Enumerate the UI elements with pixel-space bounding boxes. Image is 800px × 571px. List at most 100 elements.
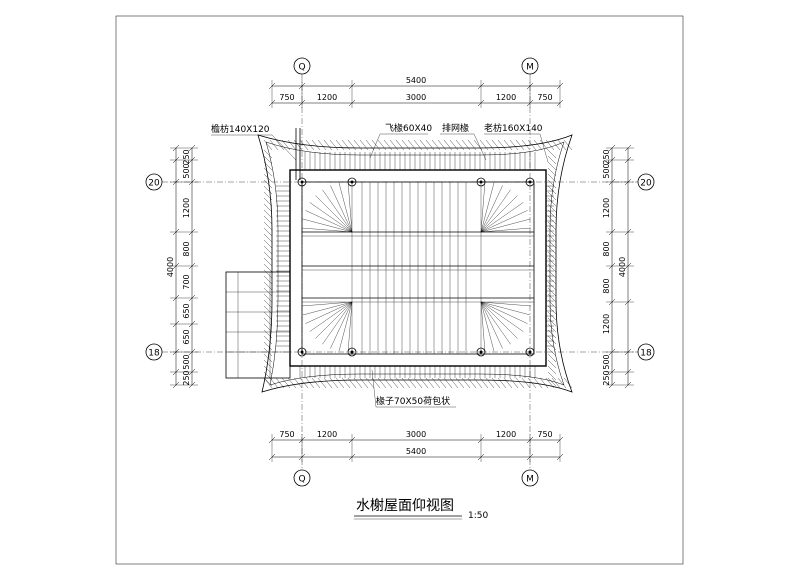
edge-hatch — [317, 377, 327, 389]
fan-rafter — [480, 301, 486, 353]
fan-rafter — [302, 301, 353, 316]
edge-hatch — [359, 377, 369, 389]
edge-hatch — [281, 377, 291, 389]
fan-rafter — [301, 301, 353, 307]
fan-rafter — [301, 227, 353, 233]
edge-hatch — [431, 377, 441, 389]
edge-hatch — [547, 281, 557, 291]
edge-hatch — [401, 377, 411, 389]
edge-hatch — [547, 359, 557, 369]
edge-hatch — [287, 377, 297, 389]
edge-hatch — [547, 203, 557, 213]
edge-hatch — [263, 281, 273, 291]
edge-hatch — [491, 139, 501, 151]
annotation-rafter: 椽子70X50荷包状 — [371, 369, 456, 408]
edge-hatch — [311, 377, 321, 389]
edge-hatch — [335, 139, 345, 151]
dim-bottom-seg-5: 750 — [537, 430, 552, 439]
dim-right-total: 4000 — [618, 257, 627, 277]
edge-hatch — [335, 377, 345, 389]
dim-bottom-seg-2: 1200 — [317, 430, 337, 439]
edge-hatch — [485, 139, 495, 151]
edge-hatch — [263, 377, 273, 387]
edge-hatch — [263, 197, 273, 207]
edge-hatch — [425, 139, 435, 151]
note-old-beam: 老枋160X140 — [484, 122, 543, 134]
fan-rafter — [480, 301, 532, 307]
edge-hatch — [263, 233, 273, 243]
axis-label-right-top: 20 — [640, 179, 652, 189]
roof-outline — [257, 134, 573, 393]
edge-hatch — [263, 269, 273, 279]
edge-hatch — [547, 239, 557, 249]
rafters-bottom — [263, 366, 573, 389]
edge-hatch — [515, 139, 525, 151]
edge-hatch — [547, 191, 557, 201]
fan-rafter — [305, 301, 353, 324]
edge-hatch — [275, 139, 285, 151]
fan-rafter — [480, 202, 524, 233]
edge-hatch — [263, 353, 273, 363]
edge-hatch — [547, 221, 557, 231]
dims-bottom: 750 1200 3000 1200 750 5400 — [268, 430, 564, 462]
fan-rafter — [480, 181, 486, 233]
edge-hatch — [371, 139, 381, 151]
edge-hatch — [547, 305, 557, 315]
edge-hatch — [263, 245, 273, 255]
axis-label-top-right: M — [526, 63, 534, 73]
edge-hatch — [557, 377, 567, 389]
fan-rafter — [480, 210, 528, 233]
fan-rafter — [480, 301, 511, 345]
axis-label-left-bottom: 18 — [148, 349, 160, 359]
edge-hatch — [263, 293, 273, 303]
edge-hatch — [547, 149, 557, 159]
axis-bubble-right-bottom: 18 — [637, 343, 655, 361]
dim-left-seg-1: 250 — [182, 149, 191, 164]
rafters-right — [546, 149, 557, 387]
axis-label-bottom-left: Q — [298, 475, 305, 485]
edge-hatch — [437, 377, 447, 389]
edge-hatch — [545, 139, 555, 151]
edge-hatch — [557, 139, 567, 151]
edge-hatch — [383, 139, 393, 151]
eave-ring-outer — [289, 169, 547, 367]
inner-rafters — [361, 182, 467, 354]
fan-rafter — [315, 195, 353, 233]
edge-hatch — [509, 377, 519, 389]
edge-hatch — [455, 377, 465, 389]
axis-label-left-top: 20 — [148, 179, 160, 189]
fan-rafter — [480, 195, 518, 233]
edge-hatch — [547, 275, 557, 285]
rafters-left — [263, 149, 290, 387]
edge-hatch — [547, 263, 557, 273]
dim-bottom-seg-4: 1200 — [496, 430, 516, 439]
dim-right-seg-4: 800 — [602, 241, 611, 256]
edge-hatch — [407, 139, 417, 151]
fan-rafter — [338, 301, 353, 352]
edge-hatch — [443, 377, 453, 389]
edge-hatch — [263, 257, 273, 267]
edge-hatch — [287, 139, 297, 151]
edge-hatch — [527, 139, 537, 151]
edge-hatch — [527, 377, 537, 389]
dim-top-seg-4: 1200 — [496, 93, 516, 102]
edge-hatch — [263, 191, 273, 201]
edge-hatch — [263, 311, 273, 321]
edge-hatch — [547, 311, 557, 321]
edge-hatch — [547, 323, 557, 333]
note-left-purlin: 檐枋140X120 — [211, 123, 270, 135]
dim-bottom-total: 5400 — [406, 447, 426, 456]
edge-hatch — [329, 377, 339, 389]
edge-hatch — [275, 377, 285, 389]
dim-top-seg-2: 1200 — [317, 93, 337, 102]
annotation-drainage-purlin: 排网椽 — [440, 122, 487, 161]
edge-hatch — [547, 215, 557, 225]
edge-hatch — [263, 221, 273, 231]
fan-rafter — [330, 301, 353, 349]
edge-hatch — [547, 371, 557, 381]
edge-hatch — [547, 341, 557, 351]
drawing-title: 水榭屋面仰视图 — [356, 498, 454, 514]
edge-hatch — [263, 329, 273, 339]
edge-hatch — [365, 377, 375, 389]
